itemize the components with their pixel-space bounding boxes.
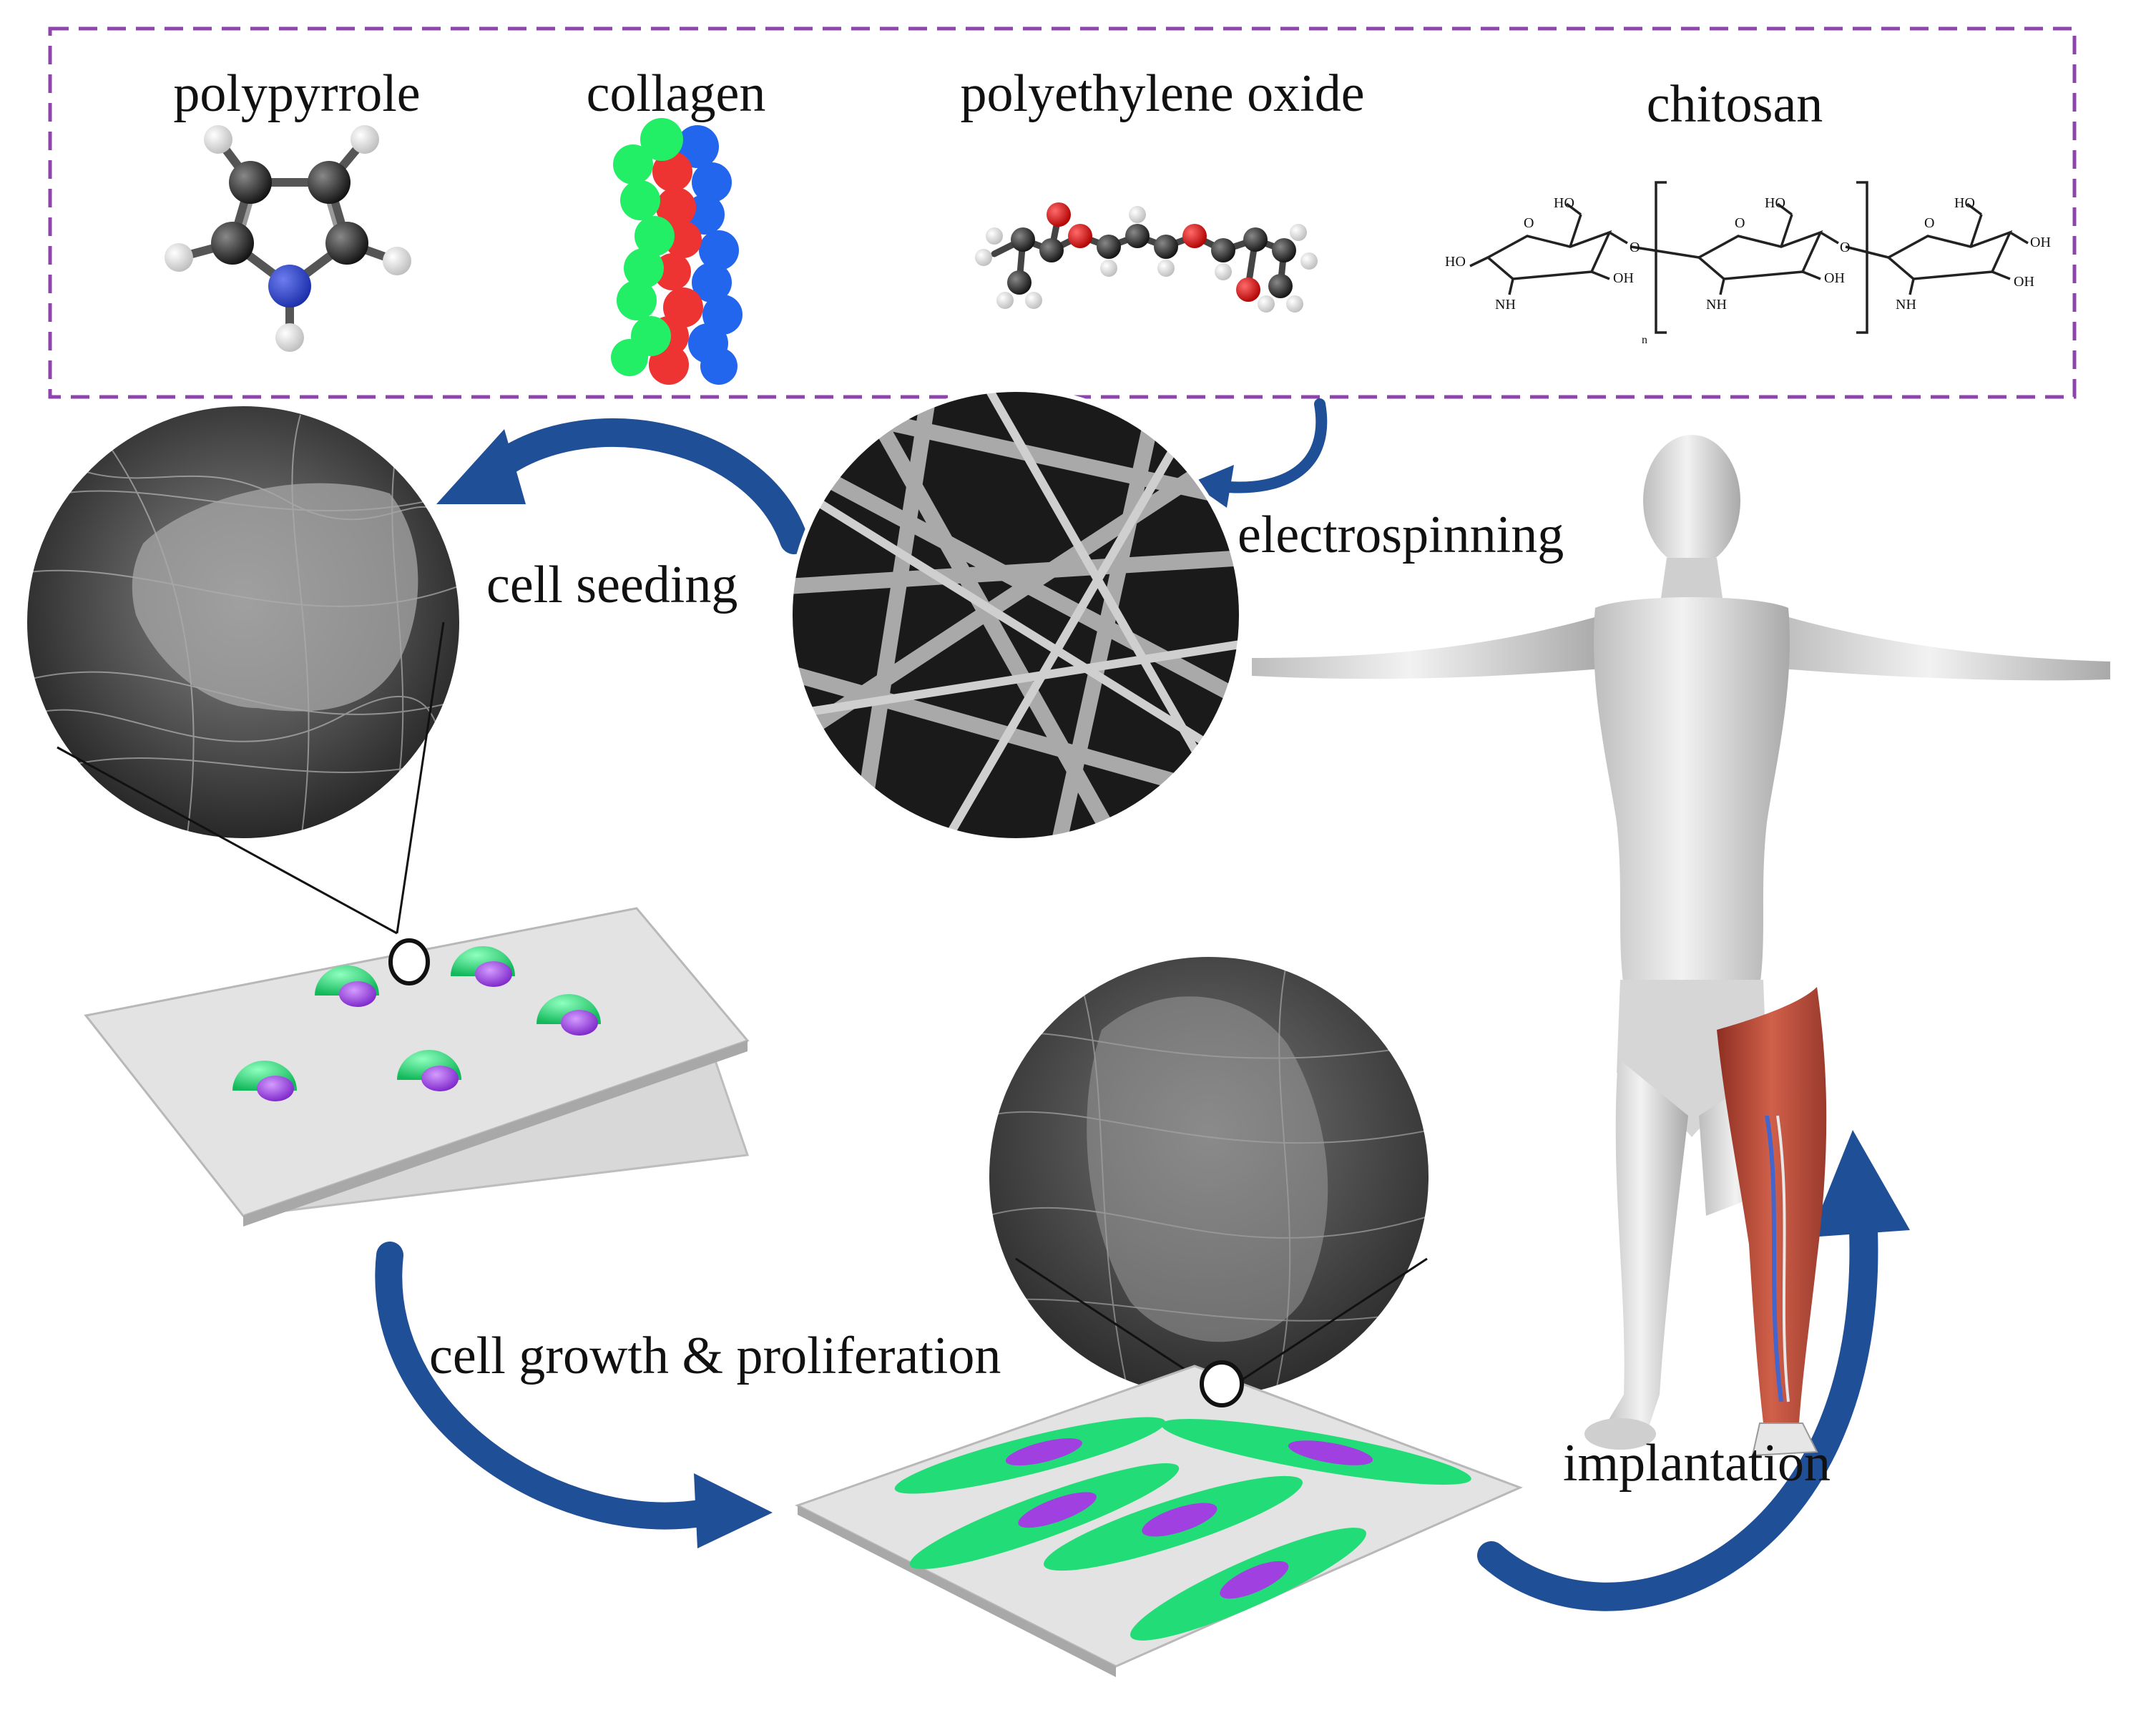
chitosan-structure xyxy=(1469,181,2029,334)
svg-text:O: O xyxy=(1630,240,1640,255)
svg-text:n: n xyxy=(1642,334,1647,346)
seeded-cell xyxy=(315,965,379,1007)
svg-text:OH: OH xyxy=(2014,274,2034,290)
arrow-cell-seeding xyxy=(436,418,808,554)
svg-text:HO: HO xyxy=(1554,195,1574,211)
polypyrrole-molecule xyxy=(165,125,411,352)
sem-image-nanofibers xyxy=(788,388,1243,842)
svg-text:NH: NH xyxy=(1495,297,1516,313)
collagen-molecule xyxy=(611,118,743,385)
sem-image-proliferation xyxy=(985,953,1433,1400)
svg-text:O: O xyxy=(1524,215,1534,231)
implantation-label: implantation xyxy=(1563,1434,1831,1493)
svg-text:HO: HO xyxy=(1445,254,1466,270)
svg-text:HO: HO xyxy=(1954,195,1975,211)
polypyrrole-label: polypyrrole xyxy=(173,64,420,123)
collagen-label: collagen xyxy=(587,64,766,123)
svg-text:NH: NH xyxy=(1706,297,1727,313)
elongated-cell xyxy=(909,1463,1180,1569)
svg-text:O: O xyxy=(1735,215,1745,231)
polyethylene-oxide-molecule xyxy=(975,202,1318,313)
arrow-implantation xyxy=(1477,1130,1910,1611)
svg-text:O: O xyxy=(1840,240,1850,255)
elongated-cell xyxy=(894,1417,1166,1494)
svg-text:HO: HO xyxy=(1765,195,1785,211)
seeded-cell xyxy=(232,1061,297,1101)
sem-image-seeded-cell xyxy=(23,402,464,842)
chitosan-label: chitosan xyxy=(1647,75,1823,134)
seeded-cell xyxy=(536,994,601,1036)
cell-growth-proliferation-label: cell growth & proliferation xyxy=(429,1327,1001,1385)
seeded-cell xyxy=(451,946,515,987)
seeded-cells xyxy=(232,946,601,1101)
cell-seeding-label: cell seeding xyxy=(486,556,738,614)
svg-text:OH: OH xyxy=(1613,270,1634,286)
chitosan-atom-labels: O HO HO OH NH O n O HO OH NH O O HO OH O… xyxy=(1445,195,2051,346)
elongated-cell xyxy=(1130,1528,1366,1641)
svg-text:OH: OH xyxy=(1824,270,1845,286)
elongated-cell xyxy=(1044,1475,1303,1571)
elongated-cell xyxy=(1161,1419,1471,1485)
polyethylene-oxide-label: polyethylene oxide xyxy=(960,64,1364,123)
human-body-figure xyxy=(1252,435,2110,1457)
svg-text:O: O xyxy=(1924,215,1934,231)
proliferated-cells xyxy=(894,1417,1471,1641)
arrow-to-electrospinning xyxy=(1191,398,1328,508)
svg-text:NH: NH xyxy=(1896,297,1916,313)
seeded-cell xyxy=(397,1050,461,1091)
electrospinning-label: electrospinning xyxy=(1238,506,1564,564)
svg-text:OH: OH xyxy=(2030,235,2051,250)
arrow-cell-growth xyxy=(375,1242,773,1548)
